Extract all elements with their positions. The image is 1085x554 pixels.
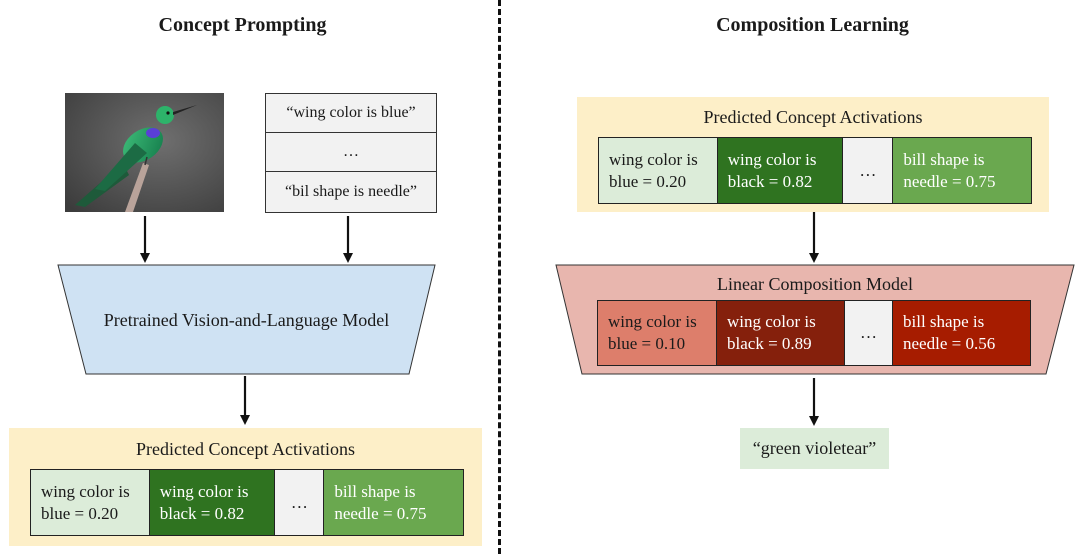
hummingbird-image [65,93,224,212]
activation-cell-bill-needle: bill shape is needle = 0.75 [893,138,1032,203]
activation-cell-wing-black: wing color is black = 0.82 [149,470,276,535]
left-activations-title: Predicted Concept Activations [136,439,355,459]
predicted-class-output: “green violetear” [740,428,889,469]
prompt-bill-shape: “bil shape is needle” [285,183,417,200]
right-activations-title: Predicted Concept Activations [703,107,923,127]
activation-cell-bill-needle: bill shape is needle = 0.75 [324,470,463,535]
weight-cell-wing-blue: wing color is blue = 0.10 [598,301,717,365]
right-activation-cells: wing color is blue = 0.20 wing color is … [598,137,1032,204]
activation-cell-ellipsis: … [275,470,325,535]
weight-cell-bill-needle: bill shape is needle = 0.56 [893,301,1030,365]
prompt-wing-color: “wing color is blue” [266,94,436,133]
prompt-ellipsis: … [266,133,436,172]
composition-learning-title: Composition Learning [716,14,909,36]
weight-cell-ellipsis: … [845,301,893,365]
vl-model-label: Pretrained Vision-and-Language Model [103,310,390,330]
weight-cell-wing-black: wing color is black = 0.89 [717,301,845,365]
composition-model-title: Linear Composition Model [717,274,913,294]
composition-weight-cells: wing color is blue = 0.10 wing color is … [597,300,1031,366]
concept-prompting-title: Concept Prompting [158,14,327,36]
activation-cell-wing-black: wing color is black = 0.82 [717,138,844,203]
activation-cell-wing-blue: wing color is blue = 0.20 [599,138,718,203]
left-activation-cells: wing color is blue = 0.20 wing color is … [30,469,464,536]
concept-prompt-list: “wing color is blue” … “bil shape is nee… [265,93,437,213]
dashed-divider [498,0,501,554]
activation-cell-wing-blue: wing color is blue = 0.20 [31,470,150,535]
vl-model-trapezoid [57,264,436,375]
activation-cell-ellipsis: … [843,138,894,203]
